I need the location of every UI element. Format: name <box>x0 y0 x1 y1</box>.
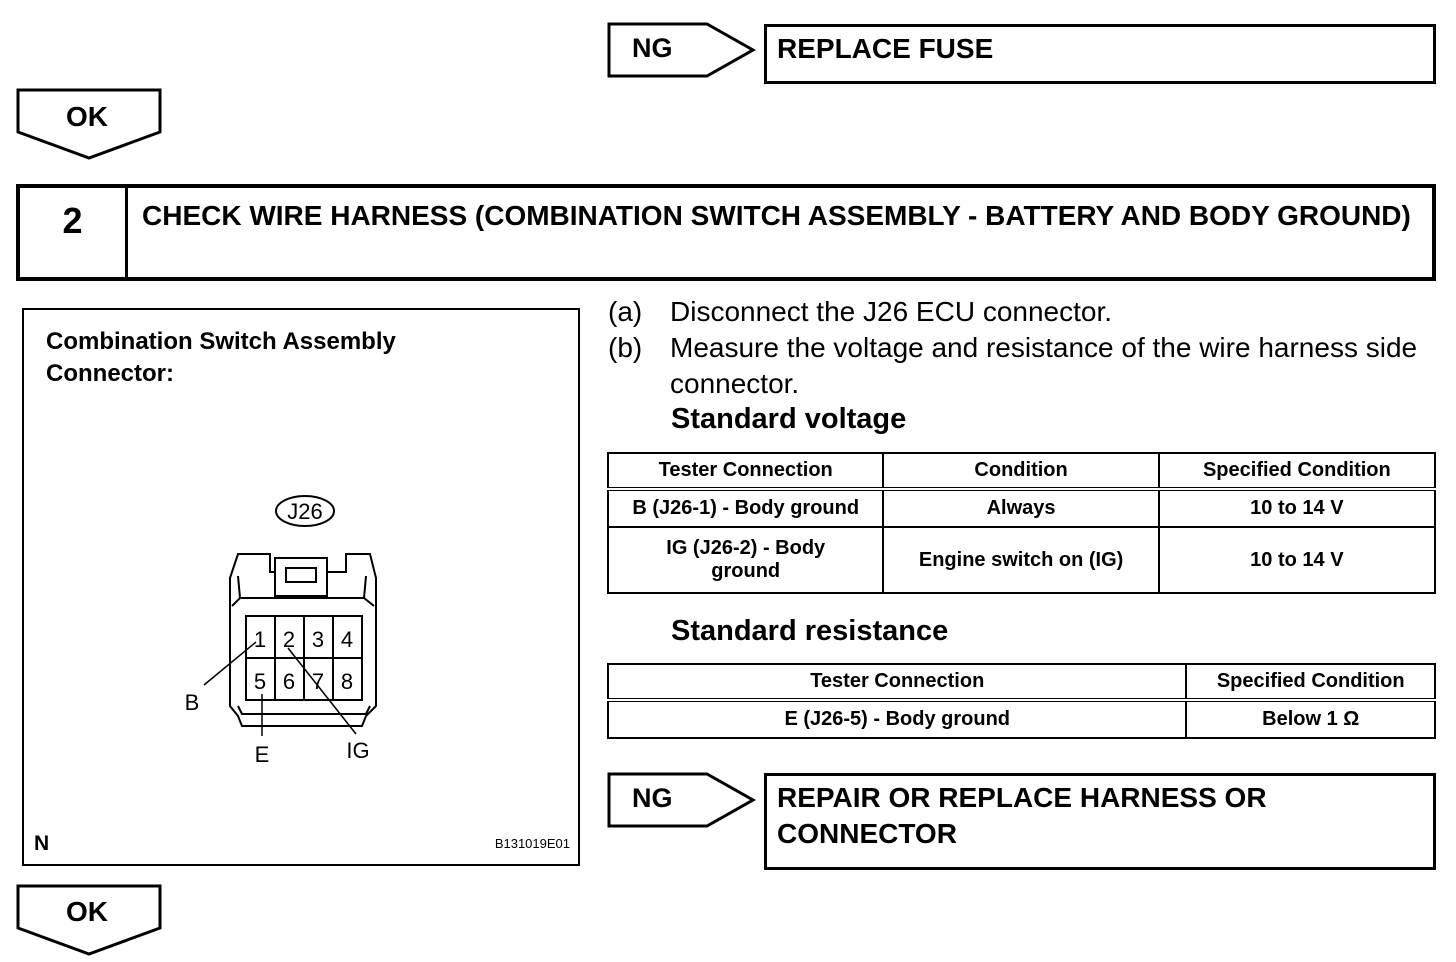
connector-id-label: J26 <box>287 499 322 524</box>
pin-6: 6 <box>283 669 295 694</box>
callout-ig: IG <box>346 738 369 763</box>
figure-code: B131019E01 <box>494 836 570 851</box>
voltage-header-specified: Specified Condition <box>1157 452 1437 491</box>
resistance-header-tester: Tester Connection <box>606 663 1188 702</box>
voltage-row: IG (J26-2) - Body ground Engine switch o… <box>606 526 1437 594</box>
instruction-a-letter: (a) <box>608 296 643 327</box>
ok-label-top: OK <box>66 101 108 132</box>
resistance-header-specified: Specified Condition <box>1185 663 1436 702</box>
standard-resistance-label: Standard resistance <box>671 615 949 647</box>
voltage-row1-specified: 10 to 14 V <box>1157 488 1437 528</box>
voltage-row2-condition: Engine switch on (IG) <box>882 526 1160 594</box>
standard-voltage-table: Tester Connection Condition Specified Co… <box>606 452 1437 594</box>
instruction-a-text: Disconnect the J26 ECU connector. <box>670 296 1113 327</box>
pin-3: 3 <box>312 627 324 652</box>
connector-figure: Combination Switch Assembly Connector: J… <box>22 308 580 866</box>
voltage-row1-condition: Always <box>882 488 1160 528</box>
result-replace-fuse: REPLACE FUSE <box>764 24 1436 84</box>
instruction-b-letter: (b) <box>608 332 643 363</box>
voltage-row: B (J26-1) - Body ground Always 10 to 14 … <box>606 488 1437 528</box>
ng-arrow-bottom <box>607 772 757 828</box>
ok-arrow-top <box>16 88 162 160</box>
callout-b: B <box>185 690 200 715</box>
pin-2: 2 <box>283 627 295 652</box>
step-header: 2 CHECK WIRE HARNESS (COMBINATION SWITCH… <box>16 184 1436 281</box>
resistance-row1-tester: E (J26-5) - Body ground <box>606 699 1188 739</box>
step-title: CHECK WIRE HARNESS (COMBINATION SWITCH A… <box>142 200 1411 231</box>
instruction-b: (b) Measure the voltage and resistance o… <box>608 330 1438 406</box>
resistance-row1-specified: Below 1 Ω <box>1185 699 1436 739</box>
standard-resistance-table: Tester Connection Specified Condition E … <box>606 663 1436 739</box>
figure-title: Combination Switch Assembly Connector: <box>46 328 396 387</box>
ng-label-bottom: NG <box>632 783 673 813</box>
ok-arrow-bottom <box>16 884 162 956</box>
pin-1: 1 <box>254 627 266 652</box>
standard-voltage-label: Standard voltage <box>671 403 907 435</box>
instruction-a: (a) Disconnect the J26 ECU connector. <box>608 294 1438 334</box>
instruction-b-text: Measure the voltage and resistance of th… <box>670 332 1418 399</box>
ng-label-top: NG <box>632 33 673 63</box>
pin-4: 4 <box>341 627 353 652</box>
voltage-row1-tester: B (J26-1) - Body ground <box>606 488 885 528</box>
voltage-header-condition: Condition <box>882 452 1160 491</box>
resistance-row: E (J26-5) - Body ground Below 1 Ω <box>606 699 1436 739</box>
pin-5: 5 <box>254 669 266 694</box>
ok-label-bottom: OK <box>66 896 108 927</box>
voltage-header-tester: Tester Connection <box>606 452 885 491</box>
voltage-row2-tester: IG (J26-2) - Body ground <box>606 526 885 594</box>
result-repair-harness: REPAIR OR REPLACE HARNESS OR CONNECTOR <box>764 773 1436 870</box>
voltage-row2-specified: 10 to 14 V <box>1157 526 1437 594</box>
ng-arrow-top <box>607 22 757 78</box>
callout-e: E <box>255 742 270 767</box>
figure-corner-label: N <box>34 832 50 855</box>
pin-7: 7 <box>312 669 324 694</box>
pin-8: 8 <box>341 669 353 694</box>
step-number: 2 <box>20 188 128 277</box>
connector-diagram: J26 1 2 3 4 5 6 7 8 B E IG <box>185 495 377 767</box>
